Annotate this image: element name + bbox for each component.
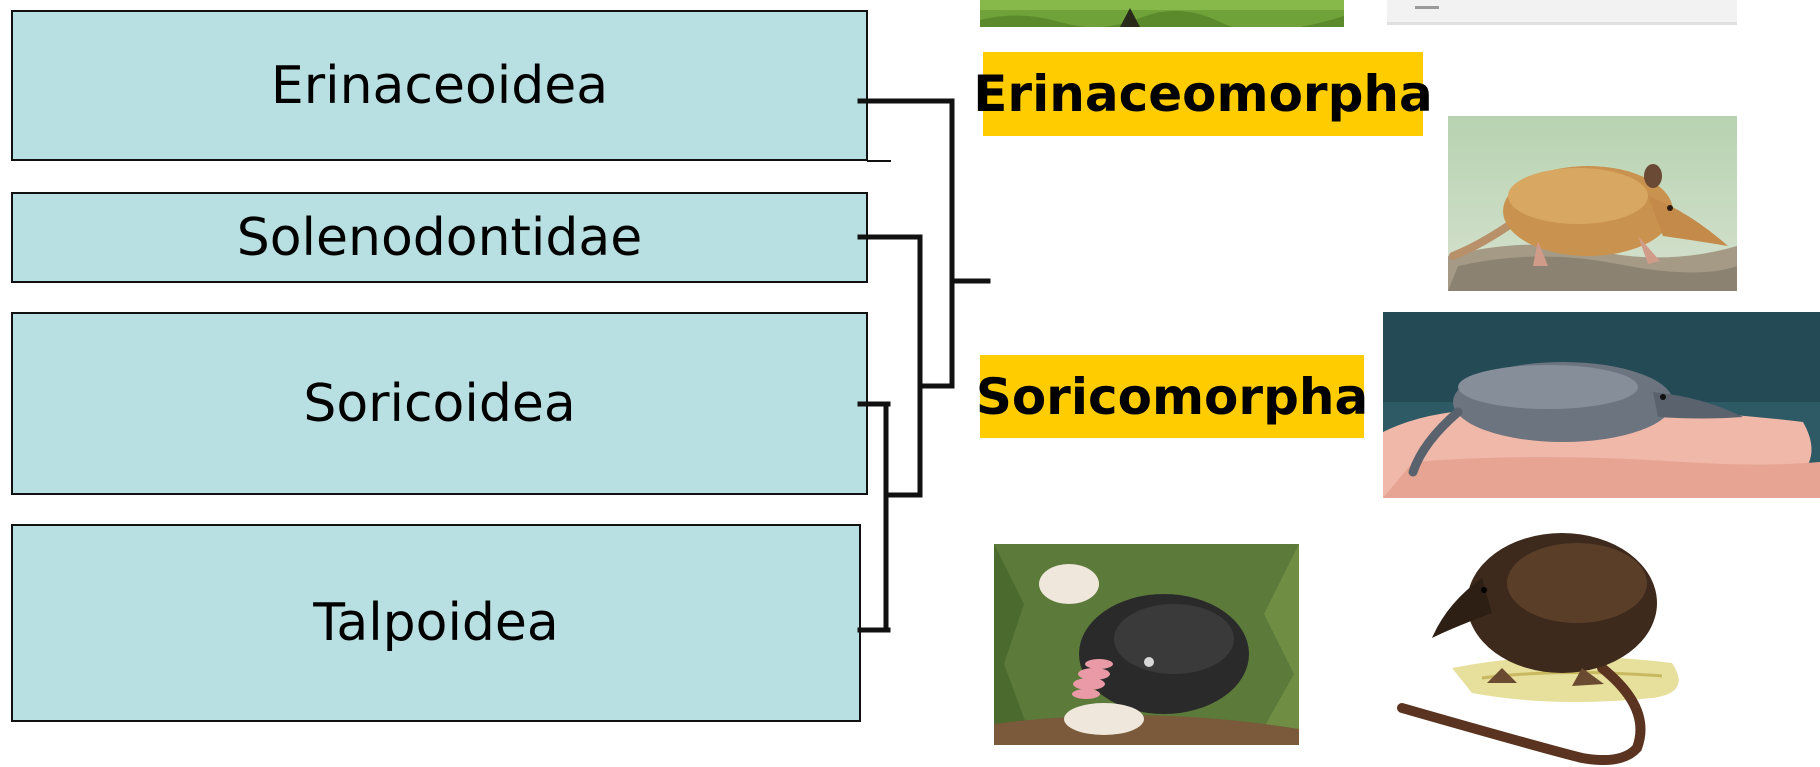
hedgehog-photo: [980, 0, 1344, 27]
taxon-label: Solenodontidae: [236, 207, 643, 268]
taxon-box-solenodontidae: Solenodontidae: [11, 192, 868, 283]
taxon-label: Talpoidea: [313, 593, 559, 653]
shrew-on-hand-photo: [1383, 312, 1820, 498]
taxon-box-soricoidea: Soricoidea: [11, 312, 868, 495]
group-label-soricomorpha: Soricomorpha: [976, 355, 1368, 438]
taxon-label: Erinaceoidea: [270, 55, 609, 116]
solenodon-photo: [1448, 116, 1737, 291]
group-label-text: Erinaceomorpha: [973, 65, 1433, 123]
taxon-box-talpoidea: Talpoidea: [11, 524, 861, 722]
taxon-label: Soricoidea: [303, 373, 576, 434]
group-label-erinaceomorpha: Erinaceomorpha: [973, 52, 1433, 136]
star-nosed-mole-photo: [994, 544, 1299, 745]
specimen-page-photo: [1387, 0, 1737, 25]
shrew-illustration: [1392, 518, 1722, 765]
group-label-text: Soricomorpha: [975, 367, 1369, 426]
taxon-box-erinaceoidea: Erinaceoidea: [11, 10, 868, 161]
